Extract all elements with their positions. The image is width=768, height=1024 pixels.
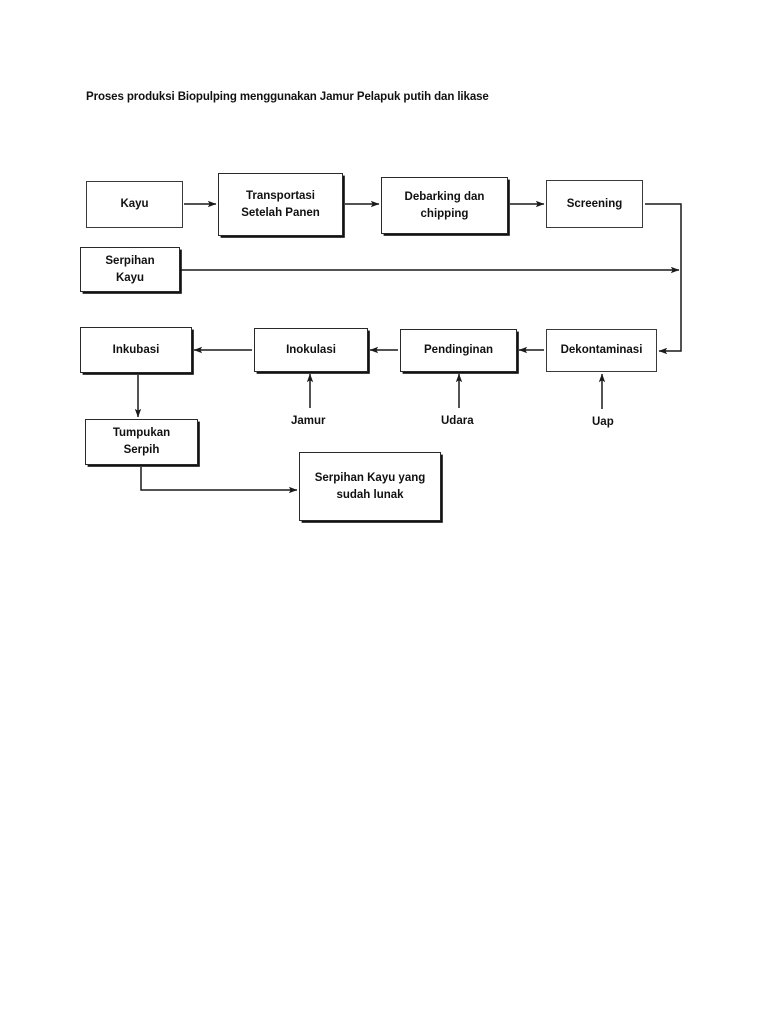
edge-tumpukan-serpih-to-serpihan-lunak [140,467,298,494]
node-debarking[interactable]: Debarking dan chipping [381,177,508,234]
node-serpihan-kayu-label: Serpihan Kayu [105,254,155,284]
node-pendinginan[interactable]: Pendinginan [400,329,517,372]
input-label-udara: Udara [441,415,474,427]
input-label-jamur: Jamur [291,415,326,427]
node-kayu-label: Kayu [120,198,149,211]
node-dekontaminasi[interactable]: Dekontaminasi [546,329,657,372]
node-tumpukan-serpih-label: Tumpukan Serpih [112,427,171,456]
node-inokulasi[interactable]: Inokulasi [254,328,368,372]
node-serpihan-lunak-label: Serpihan Kayu yang sudah lunak [314,471,426,501]
node-pendinginan-label: Pendinginan [424,344,493,357]
input-label-uap: Uap [592,416,614,428]
node-inkubasi[interactable]: Inkubasi [80,327,192,373]
node-debarking-label: Debarking dan chipping [404,190,485,220]
node-transportasi-label: Transportasi Setelah Panen [241,189,320,219]
node-tumpukan-serpih[interactable]: Tumpukan Serpih [85,419,198,465]
node-serpihan-lunak[interactable]: Serpihan Kayu yang sudah lunak [299,452,441,521]
node-inokulasi-label: Inokulasi [286,343,336,356]
node-screening[interactable]: Screening [546,180,643,228]
node-transportasi[interactable]: Transportasi Setelah Panen [218,173,343,236]
page-title: Proses produksi Biopulping menggunakan J… [86,91,489,103]
node-serpihan-kayu[interactable]: Serpihan Kayu [80,247,180,292]
node-inkubasi-label: Inkubasi [112,343,160,356]
node-dekontaminasi-label: Dekontaminasi [560,344,643,357]
node-screening-label: Screening [566,197,623,210]
node-kayu[interactable]: Kayu [86,181,183,228]
